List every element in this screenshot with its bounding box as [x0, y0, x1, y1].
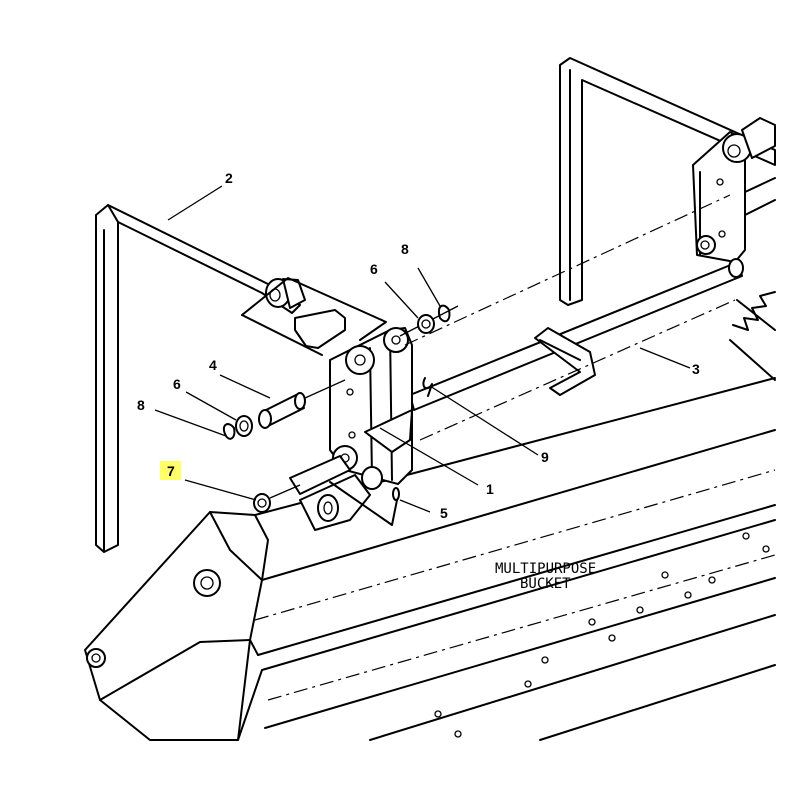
lower-pin	[253, 455, 371, 531]
callout-8-left: 8	[137, 397, 145, 413]
lynch-clip	[422, 377, 433, 397]
frame-centerline-upper	[404, 194, 731, 346]
callout-7: 7	[167, 463, 175, 479]
upper-pin	[258, 379, 346, 429]
callout-1: 1	[486, 481, 494, 497]
callout-9: 9	[541, 449, 549, 465]
callout-6-left: 6	[173, 376, 181, 392]
callout-3: 3	[692, 361, 700, 377]
callout-2: 2	[225, 170, 233, 186]
callouts: 1 2 3 4 5 6 6 7 8 8 9	[137, 170, 700, 521]
bucket-label-line1: MULTIPURPOSE	[495, 561, 596, 577]
callout-8-right: 8	[401, 241, 409, 257]
washer-stack-left	[222, 415, 253, 440]
callout-5: 5	[440, 505, 448, 521]
washer-stack-right	[399, 304, 459, 337]
callout-7-highlight	[160, 461, 181, 480]
leader-lines	[154, 185, 691, 513]
bucket-label-line2: BUCKET	[520, 576, 571, 592]
detail-outline-lower	[241, 314, 323, 356]
lanyard-wire	[329, 481, 399, 526]
guard-frame-right	[559, 57, 776, 306]
hitch-pin	[392, 487, 400, 501]
center-bracket	[329, 327, 413, 490]
callout-6-right: 6	[370, 261, 378, 277]
frame-centerline-lower	[419, 299, 736, 441]
detail-outline	[241, 277, 387, 341]
callout-4: 4	[209, 357, 217, 373]
bucket-body	[84, 291, 776, 741]
